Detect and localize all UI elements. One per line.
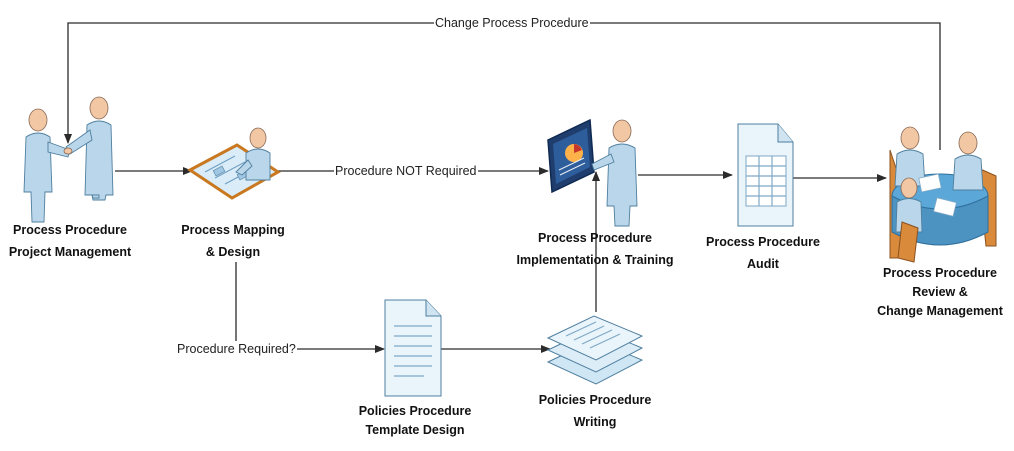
node-label-writing: Policies Procedure Writing <box>520 389 670 433</box>
node-label-line: Process Procedure <box>706 235 820 249</box>
node-label-line: Project Management <box>8 245 132 259</box>
edge-required <box>235 262 385 353</box>
node-label-template-design: Policies Procedure Template Design <box>340 402 490 440</box>
node-label-line: Policies Procedure <box>358 404 472 418</box>
designer-at-table-icon <box>187 127 281 200</box>
node-label-line: & Design <box>205 245 261 259</box>
node-label-project-management: Process Procedure Project Management <box>0 219 140 263</box>
node-label-line: Process Procedure <box>883 266 997 280</box>
document-stack-icon <box>546 315 644 385</box>
node-label-line: Template Design <box>365 423 465 437</box>
node-label-line: Process Procedure <box>13 223 127 237</box>
node-label-line: Policies Procedure <box>538 393 652 407</box>
edge-change-process <box>64 22 941 150</box>
edge-label-not-required: Procedure NOT Required <box>334 163 478 179</box>
presenter-with-board-icon <box>547 118 638 227</box>
node-label-line: Review & <box>912 285 968 299</box>
node-label-line: Change Management <box>877 304 1003 318</box>
connector-lines <box>64 22 941 353</box>
edge-label-required: Procedure Required? <box>176 341 297 357</box>
node-label-line: Implementation & Training <box>516 253 674 267</box>
node-label-line: Process Procedure <box>538 231 652 245</box>
spreadsheet-document-icon <box>737 123 794 227</box>
meeting-table-icon <box>889 126 997 263</box>
handshake-people-icon <box>23 96 114 223</box>
document-icon <box>384 299 442 397</box>
node-label-audit: Process Procedure Audit <box>693 231 833 275</box>
node-label-line: Process Mapping <box>181 223 285 237</box>
node-label-line: Writing <box>573 415 617 429</box>
node-label-line: Audit <box>747 257 779 271</box>
edge-label-change-process: Change Process Procedure <box>434 15 590 31</box>
node-label-implementation-training: Process Procedure Implementation & Train… <box>500 227 690 271</box>
node-label-mapping-design: Process Mapping & Design <box>168 219 298 263</box>
node-label-review-change: Process Procedure Review & Change Manage… <box>866 264 1014 321</box>
